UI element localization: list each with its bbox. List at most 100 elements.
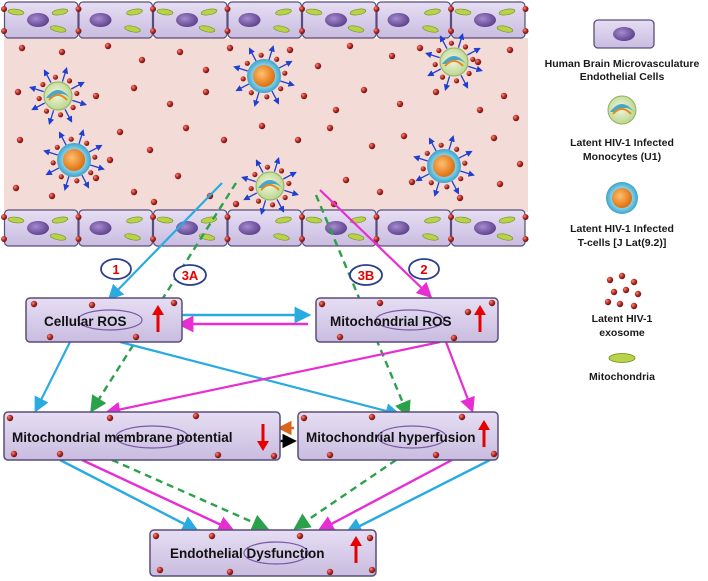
legend-exosome-line1: Latent HIV-1 bbox=[592, 313, 653, 325]
mitochondria-dot bbox=[305, 216, 323, 224]
infected-tcell bbox=[43, 129, 105, 191]
mitochondria-dot bbox=[424, 216, 441, 224]
exosome-dot bbox=[376, 188, 384, 196]
exosome-dot bbox=[299, 236, 305, 242]
infected-monocyte bbox=[29, 67, 87, 125]
exosome-dot bbox=[346, 42, 354, 50]
exosome-dot bbox=[336, 333, 344, 341]
mitochondria-dot bbox=[454, 216, 472, 224]
legend-exosome-line2: exosome bbox=[599, 327, 645, 339]
exosome-dot bbox=[150, 198, 158, 206]
infected-tcell bbox=[413, 135, 475, 197]
box-cellular-ros: Cellular ROS bbox=[25, 297, 183, 343]
pathway-badges: 1 3A 3B 2 bbox=[100, 258, 440, 286]
exosome-dot bbox=[166, 100, 174, 108]
arrow-membrane-cyan-to-dysfunction bbox=[59, 458, 199, 532]
legend-endothelial: Human Brain Microvasculature Endothelial… bbox=[545, 19, 700, 83]
exosome-dot bbox=[606, 276, 614, 284]
endothelial-cell bbox=[450, 209, 526, 247]
mitochondria-dot bbox=[422, 25, 439, 33]
exosome-dot bbox=[506, 46, 514, 54]
exosome-dot bbox=[326, 451, 334, 459]
mitochondria-dot bbox=[454, 8, 472, 16]
exosome-dot bbox=[1, 236, 7, 242]
exosome-dot bbox=[476, 106, 484, 114]
exosome-dot bbox=[450, 334, 458, 342]
exosome-dot bbox=[269, 202, 276, 208]
up-arrow-icon bbox=[152, 305, 164, 332]
exosome-dot bbox=[192, 412, 200, 420]
mitochondria-dot bbox=[498, 216, 516, 224]
exosome-dot bbox=[92, 154, 98, 160]
mitochondria-dot bbox=[124, 25, 141, 33]
exosome-dot bbox=[464, 308, 472, 316]
mitochondria-dot bbox=[126, 8, 143, 16]
legend-exosome: Latent HIV-1 exosome bbox=[592, 272, 653, 339]
badge-3a: 3A bbox=[173, 264, 207, 286]
badge-3b-label: 3B bbox=[358, 268, 375, 283]
exosome-dot bbox=[176, 48, 184, 56]
exosome-dot bbox=[314, 62, 322, 70]
exosome-dot bbox=[454, 146, 460, 152]
box-hyperfusion: Mitochondrial hyperfusion bbox=[297, 411, 499, 461]
exosome-dot bbox=[52, 74, 59, 80]
exosome-dot bbox=[458, 413, 466, 421]
exosome-dot bbox=[373, 28, 380, 34]
exosome-dot bbox=[92, 174, 100, 182]
exosome-dot bbox=[522, 28, 529, 34]
legend-mitochondria: Mitochondria bbox=[589, 353, 655, 383]
exosome-dot bbox=[376, 299, 384, 307]
legend: Human Brain Microvasculature Endothelial… bbox=[545, 19, 700, 383]
exosome-dot bbox=[6, 414, 14, 422]
mitochondria-dot bbox=[496, 233, 514, 241]
exosome-dot bbox=[368, 142, 376, 150]
exosome-dot bbox=[202, 66, 210, 74]
exosome-dot bbox=[75, 214, 82, 220]
exosome-dot bbox=[516, 160, 524, 168]
arrow-vessel-to-mito-ros bbox=[319, 189, 433, 299]
exosome-dot bbox=[252, 171, 258, 178]
mitochondria-dot bbox=[51, 8, 69, 16]
exosome-dot bbox=[366, 534, 374, 542]
arrow-cellular-ros-to-hyperfusion bbox=[119, 340, 401, 419]
badge-3a-label: 3A bbox=[182, 268, 199, 283]
exosome-dot bbox=[43, 108, 50, 114]
mitochondria-dot bbox=[49, 233, 67, 241]
cellular-ros-label: Cellular ROS bbox=[44, 314, 127, 329]
mitochondria-dot bbox=[156, 216, 174, 224]
mitochondria-dot bbox=[347, 25, 365, 33]
mitochondria-dot bbox=[349, 8, 367, 16]
exosome-dot bbox=[132, 333, 140, 341]
exosome-dot bbox=[428, 180, 434, 186]
exosome-dot bbox=[92, 92, 100, 100]
exosome-dot bbox=[150, 28, 156, 34]
exosome-dot bbox=[616, 300, 624, 308]
exosome-dot bbox=[286, 46, 294, 54]
exosome-dot bbox=[258, 122, 266, 130]
legend-endothelial-line2: Endothelial Cells bbox=[580, 71, 665, 83]
exosome-cluster-icon bbox=[604, 272, 642, 310]
exosome-dot bbox=[10, 450, 18, 458]
exosome-dot bbox=[66, 78, 73, 84]
exosome-dot bbox=[448, 236, 454, 242]
exosome-dot bbox=[278, 168, 285, 174]
exosome-dot bbox=[300, 92, 308, 100]
mitochondria-dot bbox=[7, 8, 25, 16]
exosome-dot bbox=[490, 134, 498, 142]
exosome-dot bbox=[1, 6, 7, 12]
legend-tcell-line2: T-cells [J Lat(9.2)] bbox=[578, 237, 667, 249]
endothelial-cell bbox=[3, 1, 79, 39]
mitochondria-dot bbox=[51, 216, 69, 224]
up-arrow-icon bbox=[478, 420, 490, 447]
nucleus-icon bbox=[89, 13, 112, 27]
nucleus-icon bbox=[176, 13, 198, 27]
exosome-dot bbox=[436, 47, 442, 54]
top-endothelial-layer bbox=[1, 1, 529, 39]
nucleus-icon bbox=[238, 221, 261, 235]
exosome-dot bbox=[432, 61, 438, 68]
legend-endothelial-line1: Human Brain Microvasculature bbox=[545, 58, 700, 70]
exosome-dot bbox=[282, 70, 288, 76]
exosome-dot bbox=[299, 214, 305, 220]
exosome-dot bbox=[58, 174, 64, 180]
exosome-dot bbox=[50, 160, 56, 166]
